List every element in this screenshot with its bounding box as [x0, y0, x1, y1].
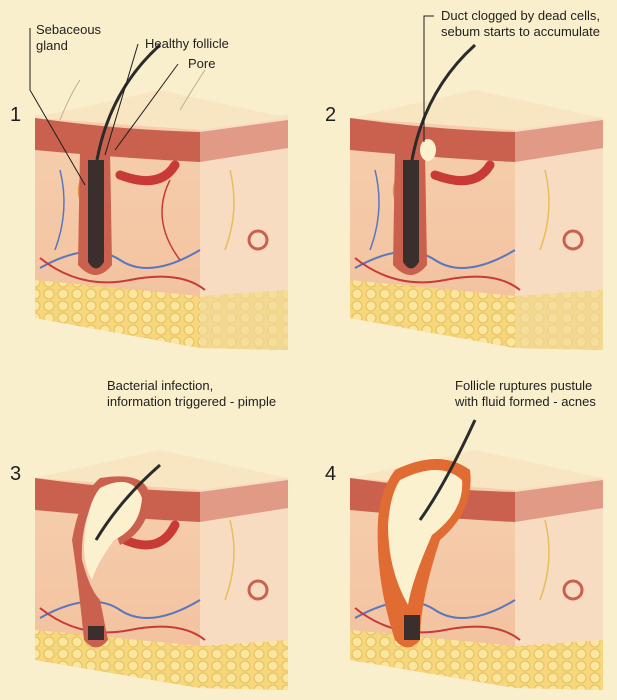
panel-4-ruptured-follicle: [350, 420, 603, 690]
panel-number-2: 2: [325, 104, 336, 127]
panel-2-clogged-duct: [350, 45, 603, 350]
panel-1-healthy-skin: [35, 45, 288, 350]
panel-number-4: 4: [325, 463, 336, 486]
label-follicle-ruptures: Follicle ruptures pustule with fluid for…: [455, 378, 596, 410]
panel-number-3: 3: [10, 463, 21, 486]
label-duct-clogged: Duct clogged by dead cells, sebum starts…: [441, 8, 600, 40]
label-healthy-follicle: Healthy follicle: [145, 36, 229, 52]
panel-number-1: 1: [10, 104, 21, 127]
label-sebaceous-gland: Sebaceous gland: [36, 22, 101, 54]
panel-3-infected-follicle: [35, 450, 288, 690]
label-bacterial-infection: Bacterial infection, information trigger…: [107, 378, 276, 410]
label-pore: Pore: [188, 56, 215, 72]
